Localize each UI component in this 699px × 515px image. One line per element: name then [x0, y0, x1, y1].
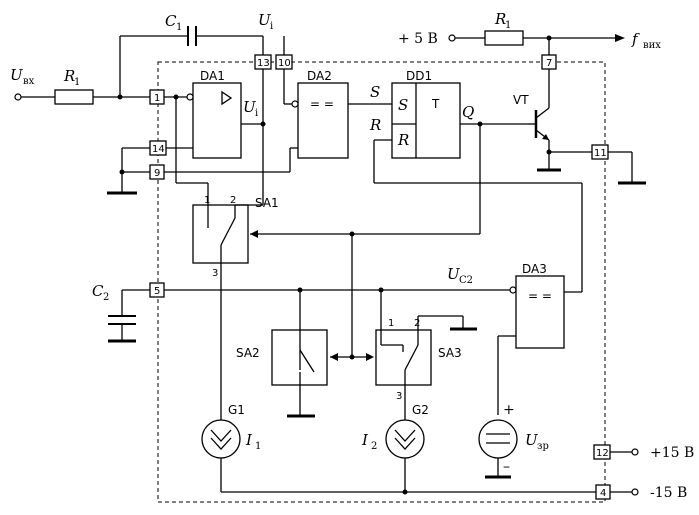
svg-text:13: 13	[257, 58, 270, 69]
svg-text:9: 9	[154, 168, 160, 179]
i2-sub: 2	[371, 441, 377, 452]
r1-input-label: R	[63, 67, 75, 85]
module-boundary	[157, 61, 606, 503]
c2-label: C	[92, 282, 104, 300]
svg-text:4: 4	[600, 488, 606, 499]
svg-text:14: 14	[152, 144, 165, 155]
uin-label: U	[10, 66, 24, 84]
svg-text:2: 2	[230, 195, 236, 206]
dd1-r: R	[397, 131, 409, 149]
r-wire-label: R	[369, 116, 381, 134]
minus15-label: -15 В	[650, 485, 687, 501]
r1-top-label: R	[494, 10, 506, 28]
f-out-sub: вих	[643, 40, 661, 51]
da2-comparator	[297, 82, 349, 159]
r1-input-sub: 1	[74, 77, 80, 88]
input-terminal	[14, 93, 22, 101]
plus15-label: +15 В	[650, 445, 694, 461]
da3-comparator	[515, 275, 565, 349]
svg-text:+: +	[503, 402, 515, 418]
svg-text:7: 7	[546, 58, 552, 69]
sa1-label: SA1	[255, 196, 279, 210]
uc2-label: U	[447, 265, 461, 283]
g1-current-source	[201, 419, 241, 459]
s-wire-label: S	[370, 83, 380, 101]
sa3-switch	[375, 329, 432, 386]
svg-text:1: 1	[204, 195, 210, 206]
uzr-sub: зр	[537, 441, 549, 452]
da2-label: DA2	[307, 69, 332, 83]
da1-label: DA1	[200, 69, 225, 83]
da2-sign: = =	[310, 97, 334, 111]
resistor-r1-top	[484, 30, 524, 46]
svg-text:1: 1	[154, 93, 160, 104]
f-out-label: f	[631, 30, 640, 48]
dd1-trigger	[391, 82, 461, 159]
c2-sub: 2	[103, 292, 109, 303]
dd1-s: S	[398, 96, 408, 114]
svg-text:12: 12	[596, 448, 609, 459]
resistor-r1-input	[54, 89, 94, 105]
g2-current-source	[385, 419, 425, 459]
sa3-label: SA3	[438, 346, 462, 360]
c1-sub: 1	[176, 22, 182, 33]
g1-label: G1	[228, 403, 245, 417]
svg-text:3: 3	[212, 268, 218, 279]
svg-text:–: –	[503, 459, 510, 475]
svg-text:1: 1	[388, 318, 394, 329]
svg-text:3: 3	[396, 391, 402, 402]
plus15-terminal	[631, 448, 639, 456]
uin-sub: вх	[23, 76, 35, 87]
da3-sign: = =	[528, 289, 552, 303]
svg-text:5: 5	[154, 286, 160, 297]
svg-text:10: 10	[278, 58, 291, 69]
da1-triangle-icon	[221, 90, 233, 106]
uzr-label: U	[525, 431, 539, 449]
q-label: Q	[462, 103, 474, 121]
vt-label: VT	[513, 93, 529, 107]
i1-label: I	[245, 431, 253, 449]
svg-text:11: 11	[594, 148, 607, 159]
da3-label: DA3	[522, 262, 547, 276]
da1-opamp	[192, 82, 242, 159]
plus5-label: + 5 В	[398, 31, 438, 47]
svg-text:2: 2	[414, 318, 420, 329]
ui-top-sub: i	[270, 21, 273, 32]
uzr-voltage-source	[478, 419, 518, 459]
dd1-t: T	[431, 97, 440, 111]
plus5-terminal	[448, 34, 456, 42]
minus15-terminal	[631, 488, 639, 496]
ui-top-label: U	[258, 11, 272, 29]
sa2-label: SA2	[236, 346, 260, 360]
da1-out-sub: i	[255, 108, 258, 119]
uc2-sub: C2	[459, 275, 473, 286]
g2-label: G2	[412, 403, 429, 417]
i2-label: I	[361, 431, 369, 449]
dd1-label: DD1	[406, 69, 432, 83]
da1-out-label: U	[243, 98, 257, 116]
r1-top-sub: 1	[505, 20, 511, 31]
output-arrow-icon	[615, 34, 625, 42]
i1-sub: 1	[255, 441, 261, 452]
c1-label: C	[165, 12, 177, 30]
